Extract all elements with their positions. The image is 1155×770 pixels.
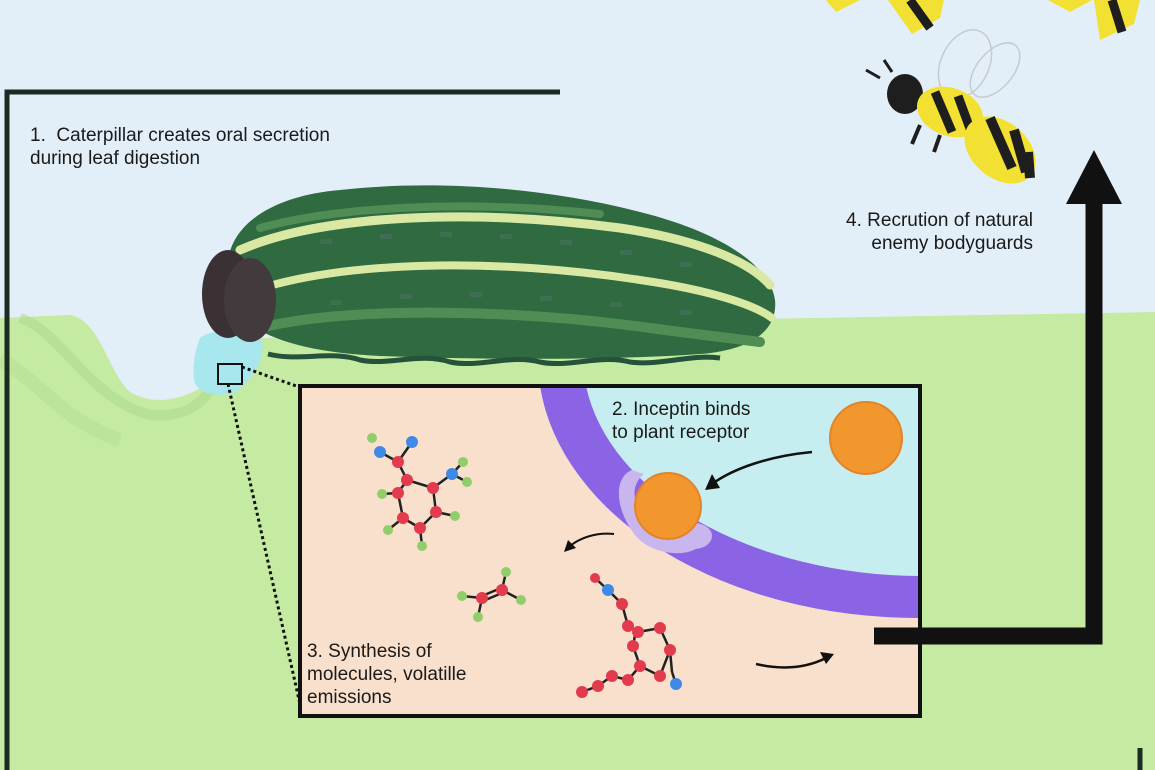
emission-arrow bbox=[755, 656, 827, 669]
binding-arrow bbox=[711, 450, 813, 486]
step-2-label: 2. Inceptin binds to plant receptor bbox=[612, 398, 750, 444]
caterpillar-icon bbox=[202, 185, 776, 367]
wasp-partial-right bbox=[1048, 0, 1140, 40]
jasmonate-molecule-icon bbox=[576, 573, 682, 698]
recruitment-arrow bbox=[874, 150, 1122, 645]
step-4-number: 4. bbox=[846, 210, 862, 231]
ethylene-molecule-icon bbox=[457, 567, 526, 622]
volatile-molecule-icon bbox=[367, 433, 472, 551]
step-2-number: 2. bbox=[612, 399, 628, 420]
step-1-label: 1. Caterpillar creates oral secretion du… bbox=[30, 124, 330, 170]
step-1-line-2: during leaf digestion bbox=[30, 148, 201, 169]
wasp-partial-left bbox=[826, 0, 944, 34]
inceptin-peptide-icon bbox=[634, 472, 702, 540]
zoom-panel bbox=[298, 384, 922, 718]
step-3-label: 3. Synthesis of molecules, volatille emi… bbox=[307, 640, 466, 709]
step-3-number: 3. bbox=[307, 641, 323, 662]
outline-frame bbox=[4, 89, 1143, 770]
plant-receptor-icon bbox=[618, 470, 708, 554]
wasp-icon bbox=[865, 29, 1036, 184]
step-2-line-1: Inceptin binds bbox=[633, 399, 751, 420]
step-1-number: 1. bbox=[30, 125, 46, 146]
step-2-line-2: to plant receptor bbox=[612, 422, 750, 443]
step-4-label: 4. Recrution of natural enemy bodyguards bbox=[846, 209, 1033, 255]
inceptin-peptide-free bbox=[829, 401, 903, 475]
oral-secretion bbox=[193, 330, 263, 395]
signal-arrow bbox=[569, 532, 615, 547]
step-3-line-3: emissions bbox=[307, 687, 392, 708]
zoom-connector bbox=[217, 363, 304, 714]
step-4-line-2: enemy bodyguards bbox=[871, 233, 1033, 254]
step-4-line-1: Recrution of natural bbox=[867, 210, 1033, 231]
step-3-line-1: Synthesis of bbox=[328, 641, 432, 662]
step-1-line-1: Caterpillar creates oral secretion bbox=[56, 125, 330, 146]
cell-membrane bbox=[540, 386, 920, 619]
step-3-line-2: molecules, volatille bbox=[307, 664, 467, 685]
